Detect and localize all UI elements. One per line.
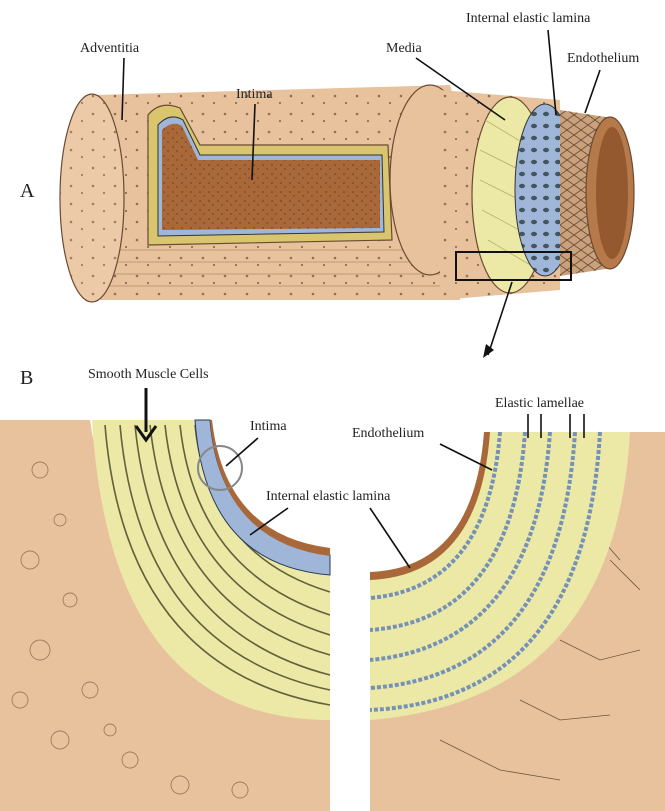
label-adventitia: Adventitia <box>80 41 140 56</box>
zoom-arrow-head <box>483 344 494 358</box>
label-internal-elastic-lamina-b: Internal elastic lamina <box>266 489 391 504</box>
panel-b-letter: B <box>20 367 33 389</box>
label-intima-b: Intima <box>250 419 287 434</box>
left-cross-section <box>0 420 330 811</box>
leader-internal-elastic-lamina-b-right <box>370 508 410 568</box>
panel-a-letter: A <box>20 180 35 202</box>
panel-a-illustration <box>60 85 634 358</box>
label-endothelium-b: Endothelium <box>352 426 424 441</box>
label-smooth-muscle-cells: Smooth Muscle Cells <box>88 367 209 382</box>
label-endothelium-a: Endothelium <box>567 51 639 66</box>
right-cross-section <box>370 432 665 811</box>
label-internal-elastic-lamina-a: Internal elastic lamina <box>466 11 591 26</box>
label-intima-a: Intima <box>236 87 273 102</box>
label-media: Media <box>386 41 423 56</box>
leader-endothelium-a <box>585 70 600 113</box>
label-elastic-lamellae: Elastic lamellae <box>495 396 584 411</box>
